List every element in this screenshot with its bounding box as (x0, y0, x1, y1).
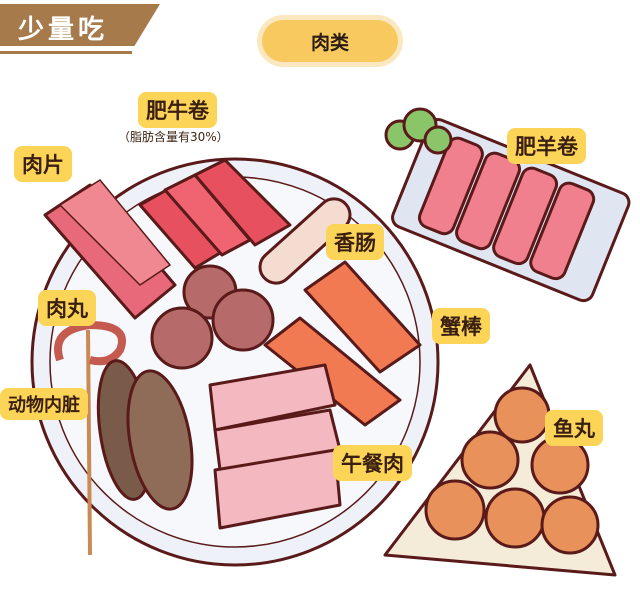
label-sausage: 香肠 (326, 224, 384, 260)
luncheon-meat-illustration (208, 363, 342, 530)
label-luncheon-meat: 午餐肉 (333, 445, 412, 481)
label-lamb-roll: 肥羊卷 (507, 128, 586, 164)
broccoli-garnish (384, 107, 453, 155)
header-banner: 少量吃 (0, 4, 165, 54)
category-badge: 肉类 (262, 20, 398, 62)
intestine-illustration (54, 321, 126, 366)
label-offal: 动物内脏 (0, 388, 88, 420)
meat-slices-illustration (43, 179, 177, 320)
label-beef-roll: 肥牛卷 (138, 92, 217, 128)
fish-ball-illustration (424, 386, 600, 555)
beef-roll-illustration (138, 158, 292, 270)
skewer (86, 329, 92, 556)
label-meatball: 肉丸 (38, 290, 96, 326)
offal-illustration (96, 359, 194, 511)
banner-title: 少量吃 (18, 15, 109, 45)
banner-background (0, 4, 160, 46)
label-crab-stick: 蟹棒 (432, 308, 490, 344)
meatball-illustration (150, 264, 275, 370)
banner-underline (0, 51, 132, 54)
label-meat-slices: 肉片 (14, 146, 72, 182)
lamb-roll-tray (391, 118, 631, 303)
label-beef-roll-note: （脂肪含量有30%） (118, 130, 229, 144)
sausage-illustration (258, 197, 352, 285)
label-fish-ball: 鱼丸 (545, 410, 603, 446)
